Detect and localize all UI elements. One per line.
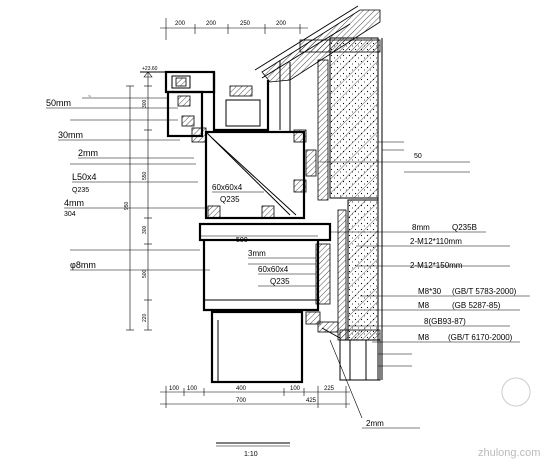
label-M12-150: 2-M12*150mm (410, 261, 463, 270)
label-GB5783: (GB/T 5783-2000) (452, 287, 517, 296)
dim-top-2: 200 (206, 21, 217, 27)
dim-bottom-400: 400 (236, 386, 247, 392)
dim-left-950: 950 (124, 201, 130, 210)
label-M12-110: 2-M12*110mm (410, 237, 462, 246)
dim-bottom-100a: 100 (169, 386, 180, 392)
steel-bracket (191, 127, 317, 220)
concrete-wall (317, 37, 383, 380)
label-channel-1: 60x60x4 (212, 183, 243, 192)
title-scale: 1:10 (244, 451, 258, 458)
dim-mid-500: 500 (236, 237, 248, 244)
dim-top-3: 250 (240, 21, 251, 27)
label-channel-1-q: Q235 (220, 195, 240, 204)
dim-top-1: 200 (175, 21, 186, 27)
lower-panel (198, 222, 381, 384)
dim-top-4: 200 (276, 21, 287, 27)
left-annotations: ~ 50mm 30mm 2mm L50x4 Q235 4mm 304 φ8mm (46, 94, 210, 271)
label-4mm: 4mm (64, 198, 84, 208)
top-dimension-chain: 200 200 250 200 (160, 18, 308, 40)
label-phi8mm: φ8mm (70, 260, 96, 270)
label-GB6170: (GB/T 6170-2000) (448, 333, 513, 342)
elevation-text: +23.60 (142, 66, 158, 72)
watermark: zhulong.com (478, 377, 540, 459)
label-M8-b: M8 (418, 301, 430, 310)
label-3mm: 3mm (248, 249, 266, 258)
dim-left-500: 500 (142, 269, 148, 278)
label-30mm: 30mm (58, 130, 83, 140)
center-annotations: 60x60x4 Q235 3mm 60x60x4 Q235 (212, 183, 318, 287)
label-GB5287: (GB 5287-85) (452, 301, 501, 310)
dim-bottom-700: 700 (236, 398, 247, 404)
label-Q235-left: Q235 (72, 187, 89, 194)
dim-bottom-100c: 100 (290, 386, 301, 392)
label-50mm: 50mm (46, 98, 71, 108)
label-channel-2: 60x60x4 (258, 265, 289, 274)
label-2mm: 2mm (78, 148, 98, 158)
dim-left-550: 550 (142, 171, 148, 180)
bottom-annotation: 2mm (329, 339, 420, 429)
label-L50x4: L50x4 (72, 172, 97, 182)
bottom-dimension-chain: 100 100 400 100 225 700 425 (160, 386, 350, 408)
dim-bottom-100b: 100 (187, 386, 198, 392)
dim-bottom-225: 225 (324, 386, 335, 392)
label-304: 304 (64, 211, 76, 218)
label-2mm-bottom: 2mm (366, 419, 384, 428)
watermark-text: zhulong.com (478, 447, 540, 459)
dim-left-300b: 300 (142, 225, 148, 234)
label-GB93: 8(GB93-87) (424, 317, 466, 326)
label-Q235B: Q235B (452, 223, 477, 232)
elevation-mark: +23.60 (140, 66, 166, 78)
dim-left-300: 300 (142, 99, 148, 108)
label-top-small: ~ (88, 94, 91, 100)
label-channel-2-q: Q235 (270, 277, 290, 286)
right-annotations: 50 8mm Q235B 2-M12*110mm 2-M12*150mm M8*… (320, 141, 530, 367)
left-dimension-chain: 300 550 950 300 500 220 (124, 72, 152, 331)
label-50-right: 50 (414, 153, 422, 160)
label-8mm: 8mm (412, 223, 430, 232)
drawing-title: 1:10 (216, 442, 290, 458)
label-M8x30: M8*30 (418, 287, 442, 296)
window-frame (339, 339, 381, 381)
dim-bottom-425: 425 (306, 398, 317, 404)
upper-planter (164, 60, 291, 138)
dim-left-220: 220 (142, 313, 148, 322)
label-M8-c: M8 (418, 333, 430, 342)
